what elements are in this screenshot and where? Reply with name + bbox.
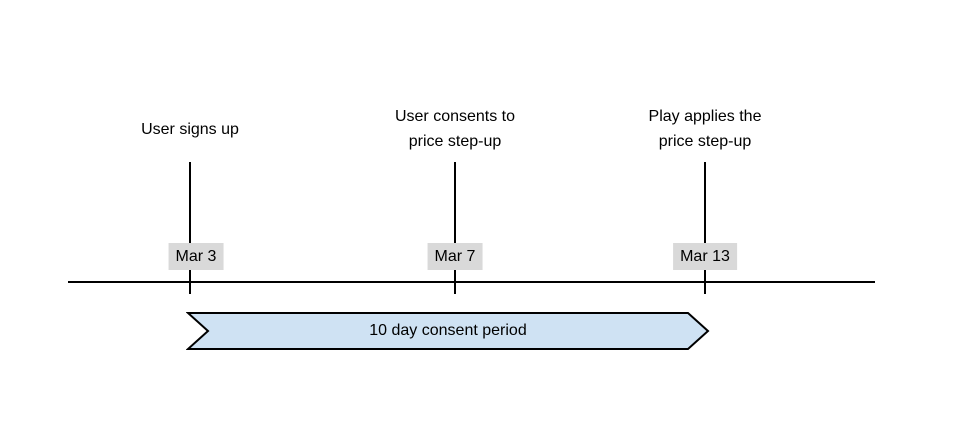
timeline-axis-line — [68, 281, 875, 283]
event-title-user-signs-up: User signs up — [141, 121, 239, 138]
event-title-play-applies: Play applies the price step-up — [648, 108, 762, 150]
consent-period-banner-shape — [186, 312, 710, 350]
date-label-mar-3: Mar 3 — [168, 243, 224, 270]
event-tick-mar-7 — [454, 162, 456, 294]
date-label-mar-13: Mar 13 — [673, 243, 737, 270]
event-tick-mar-13 — [704, 162, 706, 294]
event-tick-mar-3 — [189, 162, 191, 294]
date-label-mar-7: Mar 7 — [427, 243, 483, 270]
event-title-user-consents: User consents to price step-up — [394, 108, 516, 150]
chevron-banner-polygon — [186, 312, 710, 350]
